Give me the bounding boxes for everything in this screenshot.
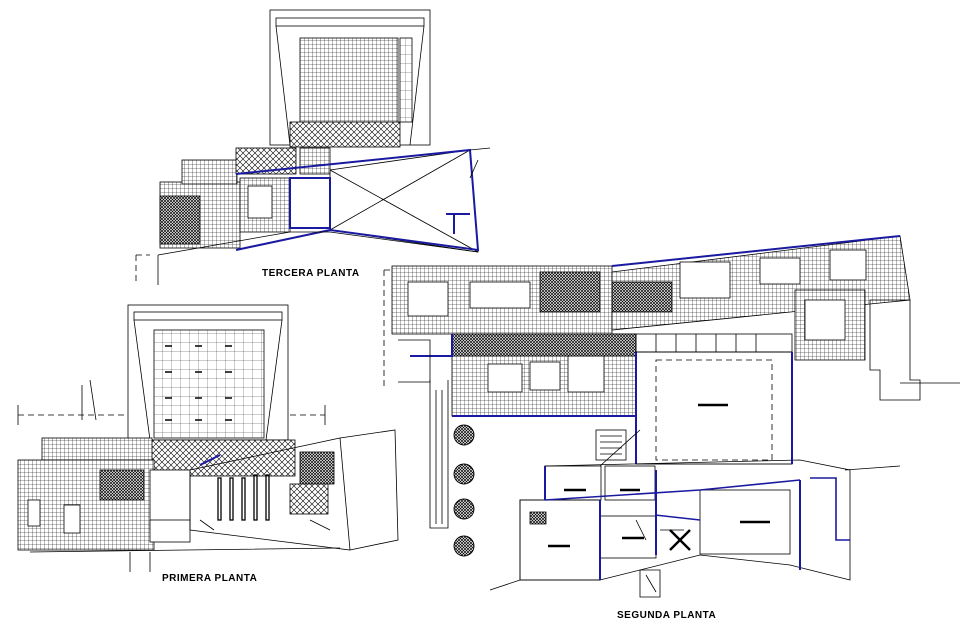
label-tercera-planta: TERCERA PLANTA — [262, 268, 360, 279]
label-primera-planta: PRIMERA PLANTA — [162, 573, 258, 584]
segunda-trees — [453, 424, 475, 557]
label-segunda-planta: SEGUNDA PLANTA — [617, 610, 717, 621]
segunda-left-walkway — [429, 380, 449, 529]
tercera-open-area — [329, 149, 479, 253]
tercera-cross-hatch — [289, 121, 401, 148]
primera-tiled-hall — [153, 329, 265, 439]
segunda-central-room — [635, 351, 793, 465]
primera-planta-drawing — [17, 304, 399, 572]
segunda-planta-drawing — [383, 235, 960, 598]
tercera-tower-rooms — [299, 37, 399, 123]
tercera-planta-drawing — [135, 9, 491, 285]
